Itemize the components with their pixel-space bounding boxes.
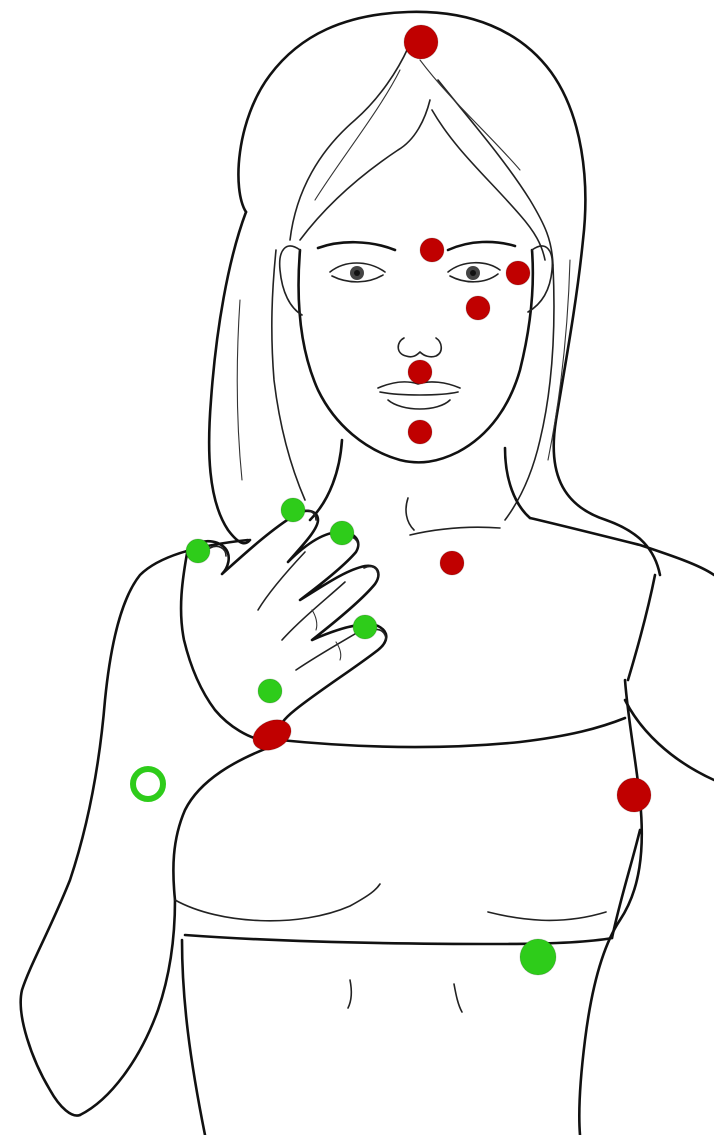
right-side-inner bbox=[628, 575, 655, 680]
top-left bbox=[173, 745, 275, 900]
chest-point[interactable] bbox=[440, 551, 464, 575]
hair-fringe-left bbox=[300, 100, 430, 240]
hand-palm-left bbox=[181, 548, 262, 740]
ab-line-right bbox=[454, 984, 462, 1012]
left-cheek-point[interactable] bbox=[466, 296, 490, 320]
index-tip-point[interactable] bbox=[281, 498, 305, 522]
right-side bbox=[579, 680, 642, 1135]
right-arm bbox=[625, 700, 714, 780]
clavicle bbox=[410, 527, 500, 535]
palm-point[interactable] bbox=[258, 679, 282, 703]
middle-tip-point[interactable] bbox=[330, 521, 354, 545]
hair-left-side bbox=[209, 212, 250, 543]
hair-strand-3 bbox=[237, 300, 242, 480]
left-eyebrow bbox=[318, 242, 395, 250]
right-pupil bbox=[470, 270, 476, 276]
hair-fringe-right bbox=[432, 110, 545, 260]
right-eyebrow bbox=[448, 242, 515, 250]
top-hem-inner bbox=[175, 884, 380, 921]
top-right-cup bbox=[488, 912, 606, 920]
left-temple-point[interactable] bbox=[506, 261, 530, 285]
crown-point[interactable] bbox=[404, 25, 438, 59]
nose bbox=[398, 338, 441, 357]
forehead-point[interactable] bbox=[420, 238, 444, 262]
neck-left bbox=[310, 440, 342, 520]
finger-index-line bbox=[258, 552, 305, 610]
thumb-tip-point[interactable] bbox=[186, 539, 210, 563]
upper-lip-point[interactable] bbox=[408, 360, 432, 384]
left-pupil bbox=[354, 270, 360, 276]
hair-inner-left-2 bbox=[272, 250, 305, 500]
ab-line-left bbox=[348, 980, 351, 1008]
chin-point[interactable] bbox=[408, 420, 432, 444]
lip-line bbox=[380, 392, 458, 395]
finger-ring-line bbox=[296, 628, 365, 670]
torso-left-lower bbox=[182, 940, 205, 1135]
side-ribs-point[interactable] bbox=[617, 778, 651, 812]
ring-tip-point[interactable] bbox=[353, 615, 377, 639]
top-neckline bbox=[280, 718, 625, 747]
left-torso bbox=[80, 900, 175, 1115]
underbreast-point[interactable] bbox=[520, 939, 556, 975]
hair-inner-left bbox=[290, 48, 408, 240]
left-shoulder-arm bbox=[21, 540, 248, 1116]
wrist-point[interactable] bbox=[248, 714, 296, 756]
lower-lip bbox=[388, 400, 450, 409]
woman-line-illustration bbox=[21, 12, 714, 1135]
knuckle-1 bbox=[312, 610, 317, 630]
forearm-ring-point[interactable] bbox=[133, 769, 163, 799]
neck-muscle bbox=[406, 498, 414, 530]
